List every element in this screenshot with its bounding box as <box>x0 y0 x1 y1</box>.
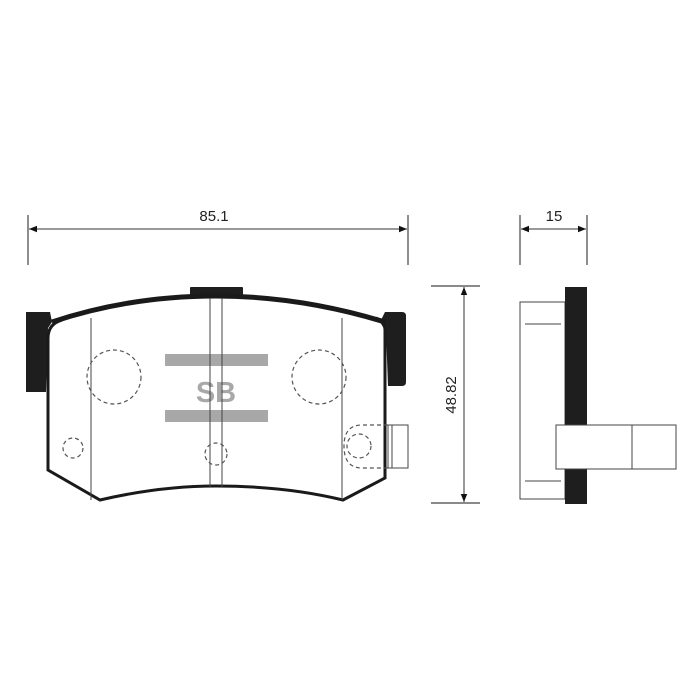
backing-plate-side <box>565 287 587 504</box>
height-label: 48.82 <box>443 376 460 414</box>
thickness-dimension: 15 <box>519 208 588 265</box>
sb-logo: SB <box>165 350 268 430</box>
thickness-label: 15 <box>546 208 563 225</box>
width-label: 85.1 <box>199 208 228 225</box>
width-dimension: 85.1 <box>27 208 409 265</box>
side-view <box>519 287 677 504</box>
logo-text: SB <box>196 377 236 409</box>
height-dimension: 48.82 <box>431 285 480 504</box>
front-view: SB <box>26 287 409 502</box>
left-ear <box>26 312 52 392</box>
